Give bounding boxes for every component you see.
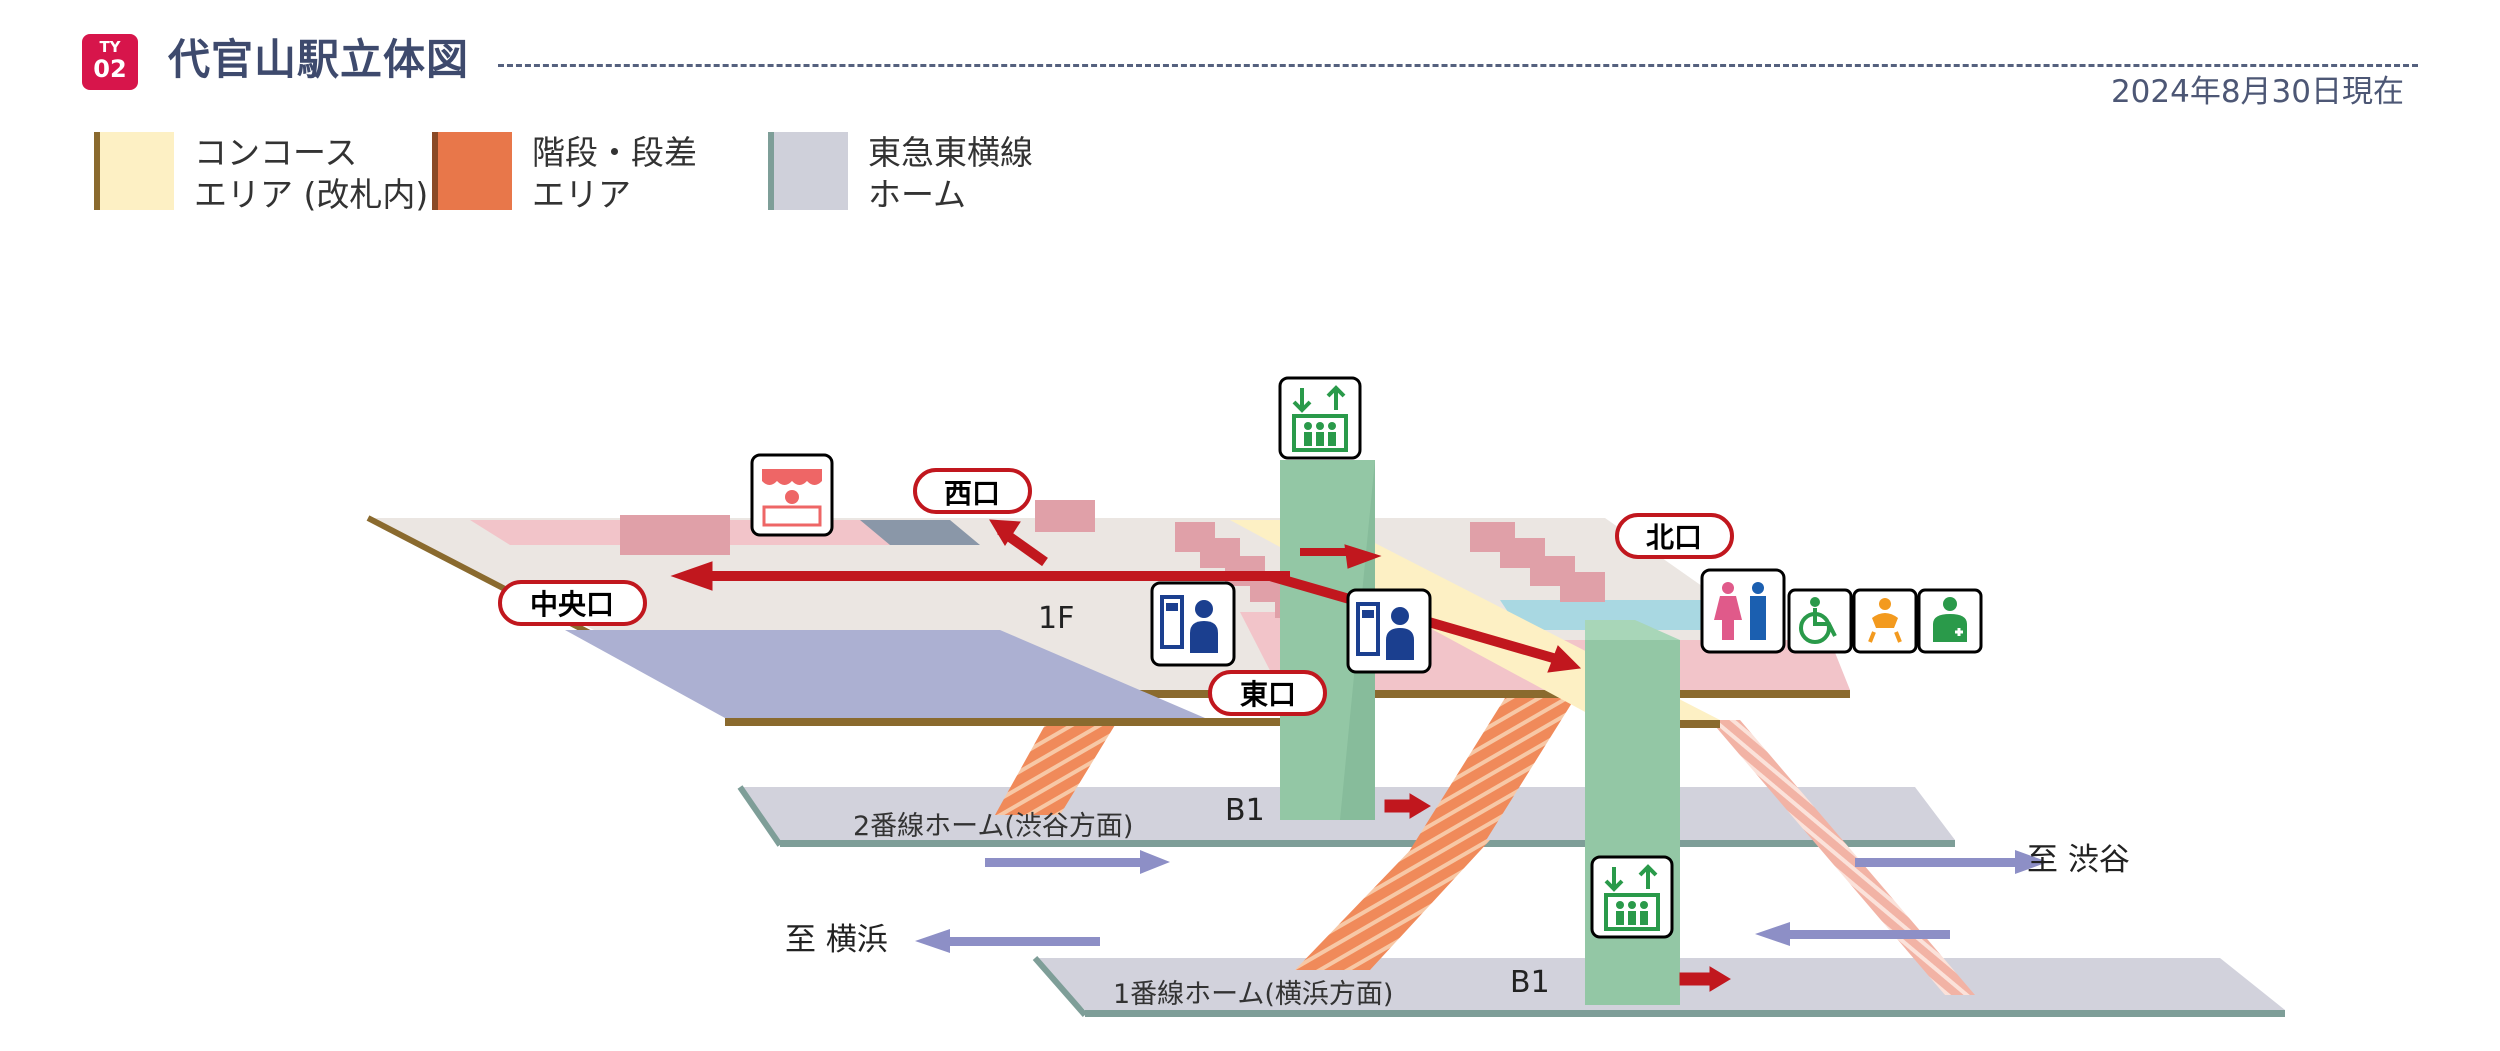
floor-label-1f: 1F	[1038, 601, 1074, 636]
direction-label-yokohama: 至 横浜	[785, 922, 888, 958]
station-number: 02	[93, 55, 127, 83]
exit-west: 西口	[913, 468, 1032, 514]
exit-central: 中央口	[498, 580, 647, 626]
platform-label-track2: 2番線ホーム(渋谷方面)	[853, 811, 1133, 842]
exit-north: 北口	[1615, 513, 1734, 559]
direction-arrows	[915, 850, 2048, 953]
stairs-east-to-track1	[1295, 840, 1490, 970]
shop-icon	[750, 453, 834, 537]
svg-text:北口: 北口	[1646, 521, 1702, 554]
elevator-icon	[1590, 855, 1674, 939]
page-title: 代官山駅立体図	[168, 35, 470, 84]
svg-text:西口: 西口	[944, 477, 1000, 510]
line-code: TY	[99, 38, 121, 56]
exit-east: 東口	[1208, 670, 1327, 716]
legend-swatch-platform	[768, 132, 848, 210]
restroom-icon	[1700, 568, 1786, 654]
title-divider	[498, 64, 2418, 67]
platform-label-track1: 1番線ホーム(横浜方面)	[1113, 979, 1393, 1010]
elevator-shaft-2	[1585, 620, 1680, 1005]
ticket-machine-icon	[1346, 588, 1432, 674]
stairs-north-to-b1	[1710, 720, 1975, 995]
station-number-badge: TY 02	[82, 34, 138, 90]
stairs-east-to-track2	[1410, 690, 1580, 850]
legend-label-stairs: 階段・段差エリア	[532, 133, 697, 214]
svg-text:中央口: 中央口	[530, 588, 614, 621]
floor-label-b1-upper: B1	[1225, 793, 1265, 828]
svg-text:東口: 東口	[1240, 678, 1296, 711]
direction-label-shibuya: 至 渋谷	[2027, 842, 2130, 878]
as-of-date: 2024年8月30日現在	[2110, 74, 2404, 110]
elevator-icon	[1278, 376, 1362, 460]
baby-changing-icon	[1852, 588, 1918, 654]
ticket-machine-icon	[1150, 581, 1236, 667]
stairs-central-to-b1	[995, 725, 1115, 815]
legend-swatch-concourse	[94, 132, 174, 210]
legend-swatch-stairs	[432, 132, 512, 210]
flow-arrows	[670, 519, 1731, 992]
floor-label-b1-lower: B1	[1510, 965, 1550, 1000]
legend-label-platform: 東急東横線ホーム	[868, 133, 1033, 214]
ostomate-icon	[1917, 588, 1983, 654]
legend-label-concourse: コンコースエリア (改札内)	[194, 133, 429, 214]
wheelchair-icon	[1787, 588, 1853, 654]
